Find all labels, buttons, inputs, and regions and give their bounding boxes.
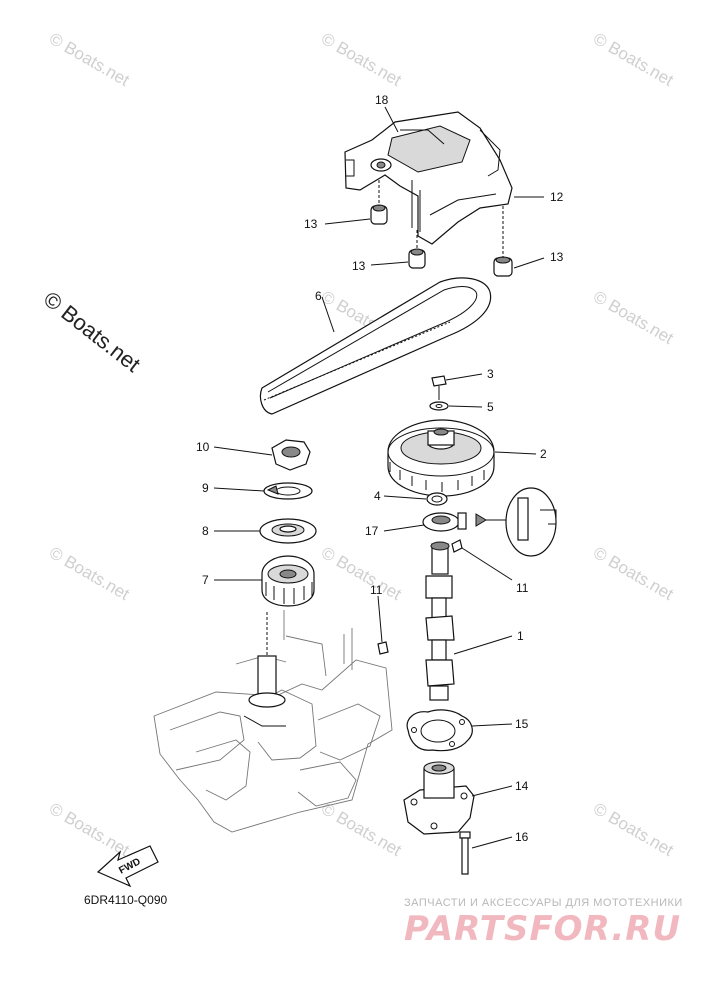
driven-pulley-2[interactable]	[387, 419, 495, 497]
callout-11[interactable]: 11	[516, 581, 529, 595]
bolt-16[interactable]	[459, 831, 471, 875]
callout-6[interactable]: 6	[315, 289, 322, 303]
callout-13[interactable]: 13	[304, 217, 318, 231]
leader-lines	[213, 106, 545, 849]
callout-17[interactable]: 17	[365, 524, 379, 538]
callout-labels: 18 12 13 13 13 6 3 5 2 10 9 4 8 17 7 11 …	[196, 93, 564, 844]
watermark-text: © Boats.net	[46, 799, 133, 860]
callout-4[interactable]: 4	[374, 489, 381, 503]
plate-8[interactable]	[259, 518, 317, 544]
footer-tagline: ЗАПЧАСТИ И АКСЕССУАРЫ ДЛЯ МОТОТЕХНИКИ	[404, 897, 683, 909]
drive-pulley-7[interactable]	[261, 555, 315, 607]
nut-10[interactable]	[271, 439, 311, 471]
lock-washer-9[interactable]	[263, 482, 313, 500]
dowel-pin-11b[interactable]	[451, 539, 463, 553]
timing-belt-cover[interactable]	[344, 111, 513, 245]
camshaft-1[interactable]	[425, 541, 455, 701]
grommet-13a[interactable]	[370, 204, 388, 225]
callout-11[interactable]: 11	[370, 583, 383, 597]
watermark-text: © Boats.net	[590, 287, 677, 348]
dowel-pin-11a[interactable]	[377, 641, 389, 655]
oil-seal-17[interactable]	[422, 512, 467, 532]
grommet-13c[interactable]	[493, 256, 513, 277]
watermark-text: © Boats.net	[46, 29, 133, 90]
callout-2[interactable]: 2	[540, 447, 547, 461]
oil-pump-14[interactable]	[403, 761, 475, 835]
watermark-text: © Boats.net	[318, 29, 405, 90]
callout-16[interactable]: 16	[515, 830, 529, 844]
detail-bubble	[475, 487, 557, 557]
fwd-arrow-icon: FWD	[96, 845, 159, 888]
callout-15[interactable]: 15	[515, 717, 529, 731]
callout-5[interactable]: 5	[487, 400, 494, 414]
callout-18[interactable]: 18	[375, 93, 389, 107]
gasket-15[interactable]	[406, 709, 473, 752]
callout-3[interactable]: 3	[487, 367, 494, 381]
callout-7[interactable]: 7	[202, 573, 209, 587]
watermark-text: © Boats.net	[590, 799, 677, 860]
cylinder-block	[153, 610, 393, 833]
watermark-text: © Boats.net	[590, 543, 677, 604]
watermark-text: © Boats.net	[46, 543, 133, 604]
bolt-3[interactable]	[431, 375, 447, 400]
callout-1[interactable]: 1	[517, 629, 524, 643]
callout-14[interactable]: 14	[515, 779, 529, 793]
callout-10[interactable]: 10	[196, 440, 210, 454]
washer-5[interactable]	[429, 401, 449, 411]
footer-logo[interactable]: PARTSFOR.RU	[404, 909, 681, 949]
timing-belt[interactable]	[259, 277, 492, 415]
callout-13[interactable]: 13	[550, 250, 564, 264]
grommet-13b[interactable]	[408, 248, 426, 269]
callout-12[interactable]: 12	[550, 190, 564, 204]
watermark-text: © Boats.net	[318, 543, 405, 604]
watermark-large: © Boats.net	[39, 286, 145, 377]
watermark-text: © Boats.net	[590, 29, 677, 90]
dash-line	[378, 180, 504, 258]
washer-4[interactable]	[426, 492, 448, 506]
callout-13[interactable]: 13	[352, 259, 366, 273]
callout-8[interactable]: 8	[202, 524, 209, 538]
callout-9[interactable]: 9	[202, 481, 209, 495]
watermark-text: © Boats.net	[318, 799, 405, 860]
diagram-code: 6DR4110-Q090	[84, 893, 167, 907]
